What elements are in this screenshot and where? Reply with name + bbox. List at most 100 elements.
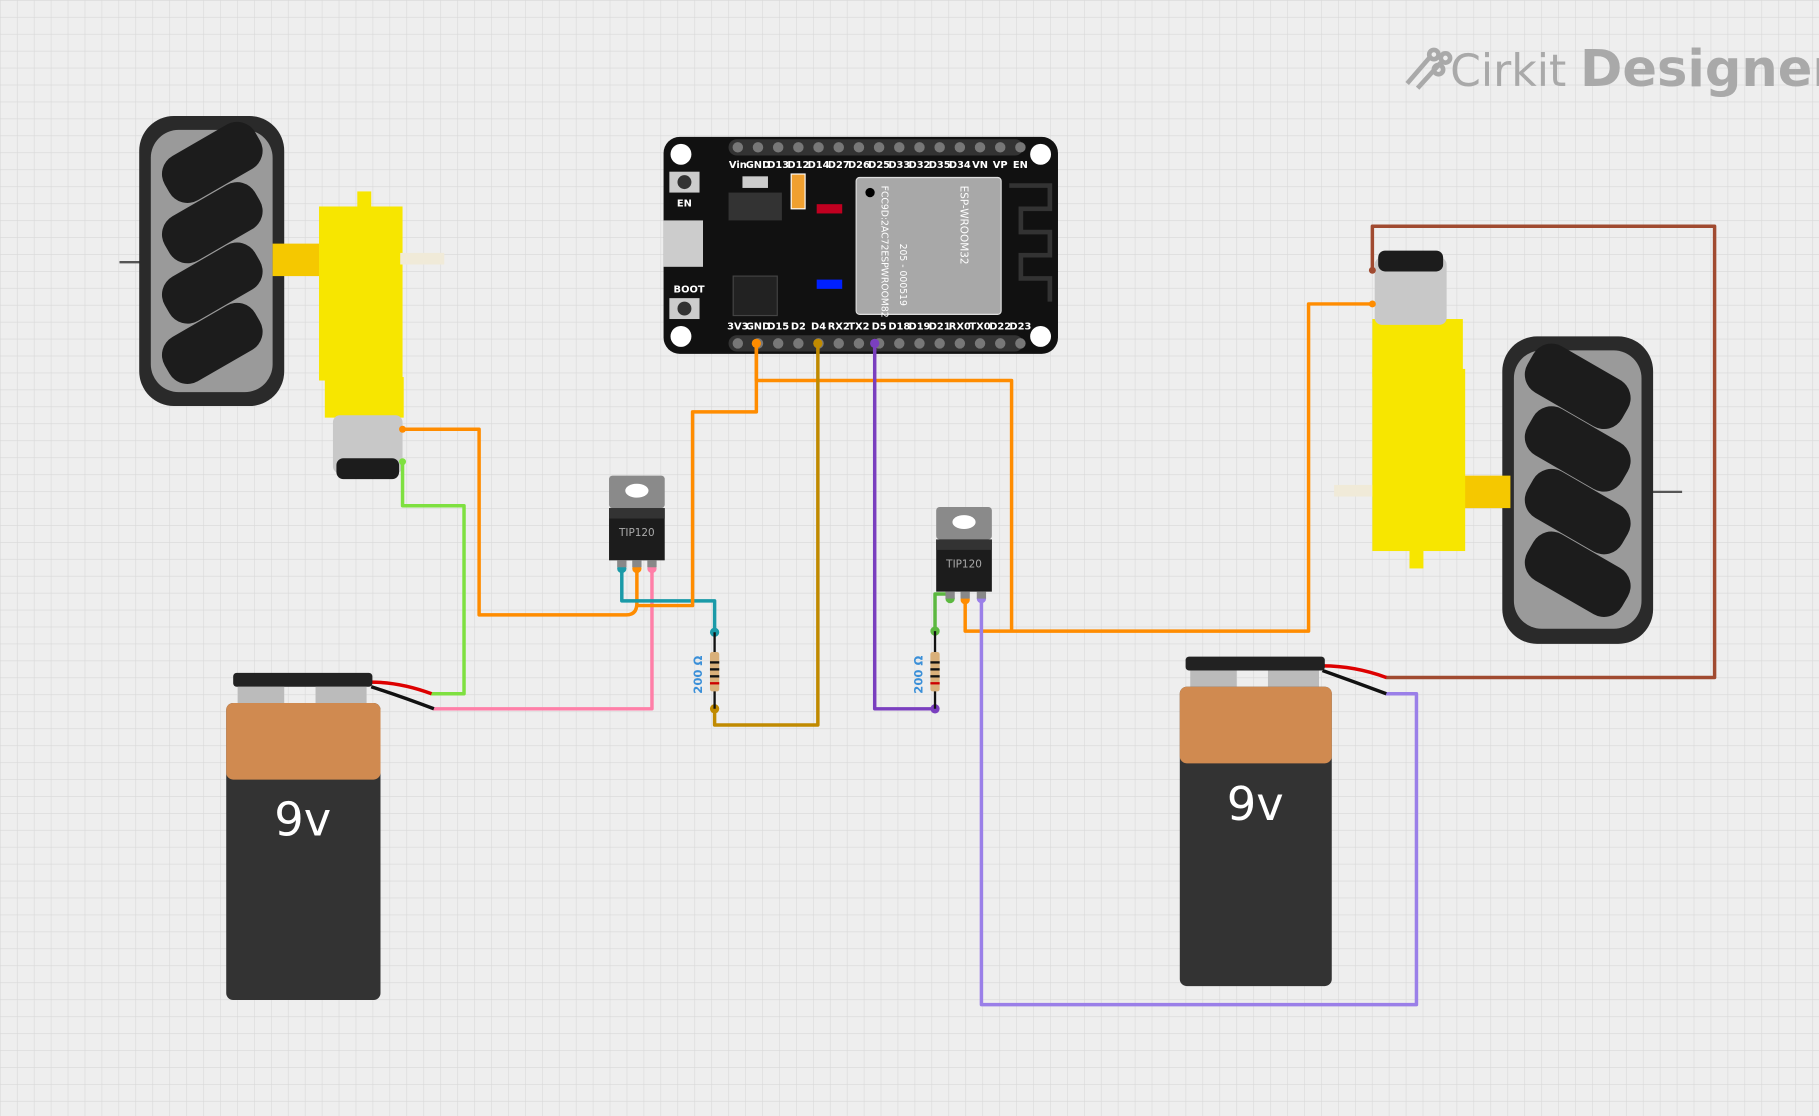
- esp32-pin[interactable]: [914, 338, 925, 349]
- logo-text-designer: Designer: [1580, 40, 1819, 99]
- esp32-pin-label: D15: [767, 321, 789, 332]
- usb-port: [663, 220, 704, 267]
- esp32-pin[interactable]: [974, 338, 986, 349]
- wire-esp-d4-to-resistor[interactable]: [712, 341, 820, 727]
- esp32-pin[interactable]: [934, 142, 945, 153]
- wire-right-motor-to-battery2-positive[interactable]: [1370, 224, 1717, 680]
- antenna-trace: [1009, 183, 1053, 302]
- esp32-pin-label: D2: [791, 321, 806, 332]
- boot-button-label: BOOT: [674, 284, 705, 295]
- esp32-pin-label: VP: [993, 160, 1008, 171]
- battery-label: 9v: [1227, 777, 1284, 831]
- transistor-label: TIP120: [945, 558, 982, 570]
- esp32-pin[interactable]: [752, 142, 764, 153]
- esp32-pin-label: RX0: [949, 321, 971, 332]
- esp32-pin-label: D22: [989, 321, 1011, 332]
- esp32-pin[interactable]: [793, 142, 804, 153]
- esp32-pin-label: RX2: [828, 321, 850, 332]
- esp32-pin[interactable]: [914, 142, 925, 153]
- esp32-pin-label: D35: [929, 160, 951, 171]
- wire-esp-gnd-to-right-motor[interactable]: [754, 302, 1375, 633]
- right-motor-wheel[interactable]: [1334, 250, 1683, 644]
- esp32-pin-label: TX0: [969, 321, 990, 332]
- module-fcc: FCC9D:2AC72ESPWROOM82: [879, 186, 890, 318]
- wire-endpoints: [399, 266, 1376, 714]
- esp32-pin[interactable]: [894, 142, 905, 153]
- esp32-pin-label: D27: [828, 160, 850, 171]
- resistor-2[interactable]: 200 Ω: [911, 631, 940, 709]
- esp32-pin[interactable]: [732, 338, 744, 349]
- esp32-pin-label: D18: [888, 321, 910, 332]
- esp32-pin[interactable]: [853, 142, 865, 153]
- esp32-pin[interactable]: [853, 338, 865, 349]
- gearbox-left: [319, 206, 403, 381]
- left-motor-wheel[interactable]: [119, 114, 445, 480]
- esp32-pin-label: GND: [746, 321, 771, 332]
- logo-icon: [1405, 47, 1453, 90]
- esp32-pin[interactable]: [772, 338, 784, 349]
- esp32-pin[interactable]: [934, 338, 945, 349]
- esp32-pin[interactable]: [954, 142, 966, 153]
- esp32-pin[interactable]: [954, 338, 966, 349]
- esp32-pin[interactable]: [1015, 142, 1026, 153]
- esp32-pin-label: Vin: [729, 160, 747, 171]
- esp32-pin[interactable]: [772, 142, 784, 153]
- wire-esp-gnd-to-tip120-left[interactable]: [635, 341, 759, 608]
- esp32-pin-label: TX2: [848, 321, 869, 332]
- esp32-pin-label: D32: [909, 160, 931, 171]
- esp-wroom32-module: [855, 176, 1002, 315]
- battery-label: 9v: [274, 792, 331, 846]
- wire-esp-d5-to-resistor2[interactable]: [872, 341, 937, 711]
- resistor-value-label: 200 Ω: [911, 655, 925, 693]
- wire-battery-negative-to-tip120-emitter[interactable]: [432, 566, 654, 711]
- cirkit-designer-logo: Cirkit Designer: [1405, 40, 1819, 99]
- esp32-pin-label: D14: [808, 160, 830, 171]
- esp32-pin-label: D12: [787, 160, 809, 171]
- resistor-1[interactable]: 200 Ω: [691, 632, 720, 709]
- esp32-pin[interactable]: [994, 142, 1006, 153]
- esp32-pin-label: EN: [1013, 160, 1028, 171]
- esp32-pin-label: D13: [767, 160, 789, 171]
- resistor-value-label: 200 Ω: [691, 655, 705, 693]
- esp32-pin-label: D34: [949, 160, 971, 171]
- transistor-label: TIP120: [618, 527, 655, 539]
- en-button-label: EN: [677, 198, 692, 209]
- esp32-pin-label: D19: [909, 321, 931, 332]
- esp32-pin-label: GND: [746, 160, 771, 171]
- tip120-transistor-2[interactable]: TIP120: [936, 506, 992, 599]
- esp32-pin[interactable]: [813, 142, 824, 153]
- esp32-pin-label: 3V3: [727, 321, 748, 332]
- esp32-pin-label: D25: [868, 160, 890, 171]
- tip120-transistor-1[interactable]: TIP120: [609, 475, 665, 568]
- esp32-pin-label: D33: [888, 160, 910, 171]
- esp32-pin[interactable]: [994, 338, 1006, 349]
- module-code: 205 - 000519: [897, 244, 908, 306]
- esp32-pin-label: D4: [811, 321, 826, 332]
- module-name: ESP-WROOM32: [958, 186, 970, 265]
- gearbox-right: [1372, 368, 1466, 552]
- wire-left-motor-to-battery-positive[interactable]: [400, 459, 466, 696]
- esp32-pin-label: D26: [848, 160, 870, 171]
- esp32-top-pin-headers[interactable]: [732, 142, 1026, 153]
- esp32-pin[interactable]: [1015, 338, 1026, 349]
- esp32-pin[interactable]: [894, 338, 905, 349]
- esp32-pin[interactable]: [732, 142, 744, 153]
- wires[interactable]: [399, 224, 1717, 1007]
- esp32-pin[interactable]: [793, 338, 804, 349]
- esp32-pin-label: D21: [929, 321, 951, 332]
- battery-9v-right[interactable]: 9v: [1179, 656, 1387, 987]
- battery-9v-left[interactable]: 9v: [226, 672, 435, 1000]
- esp32-pin[interactable]: [833, 338, 844, 349]
- esp32-pin[interactable]: [873, 142, 885, 153]
- logo-text-cirkit: Cirkit: [1450, 46, 1566, 97]
- esp32-pin-label: D5: [872, 321, 887, 332]
- wire-tip120-emitter-to-battery2-negative[interactable]: [979, 596, 1419, 1007]
- esp32-pin-label: VN: [972, 160, 988, 171]
- esp32-pin[interactable]: [974, 142, 986, 153]
- motor-can-right: [1374, 257, 1447, 325]
- esp32-pin[interactable]: [833, 142, 844, 153]
- wire-tip120-base-to-resistor[interactable]: [620, 566, 717, 634]
